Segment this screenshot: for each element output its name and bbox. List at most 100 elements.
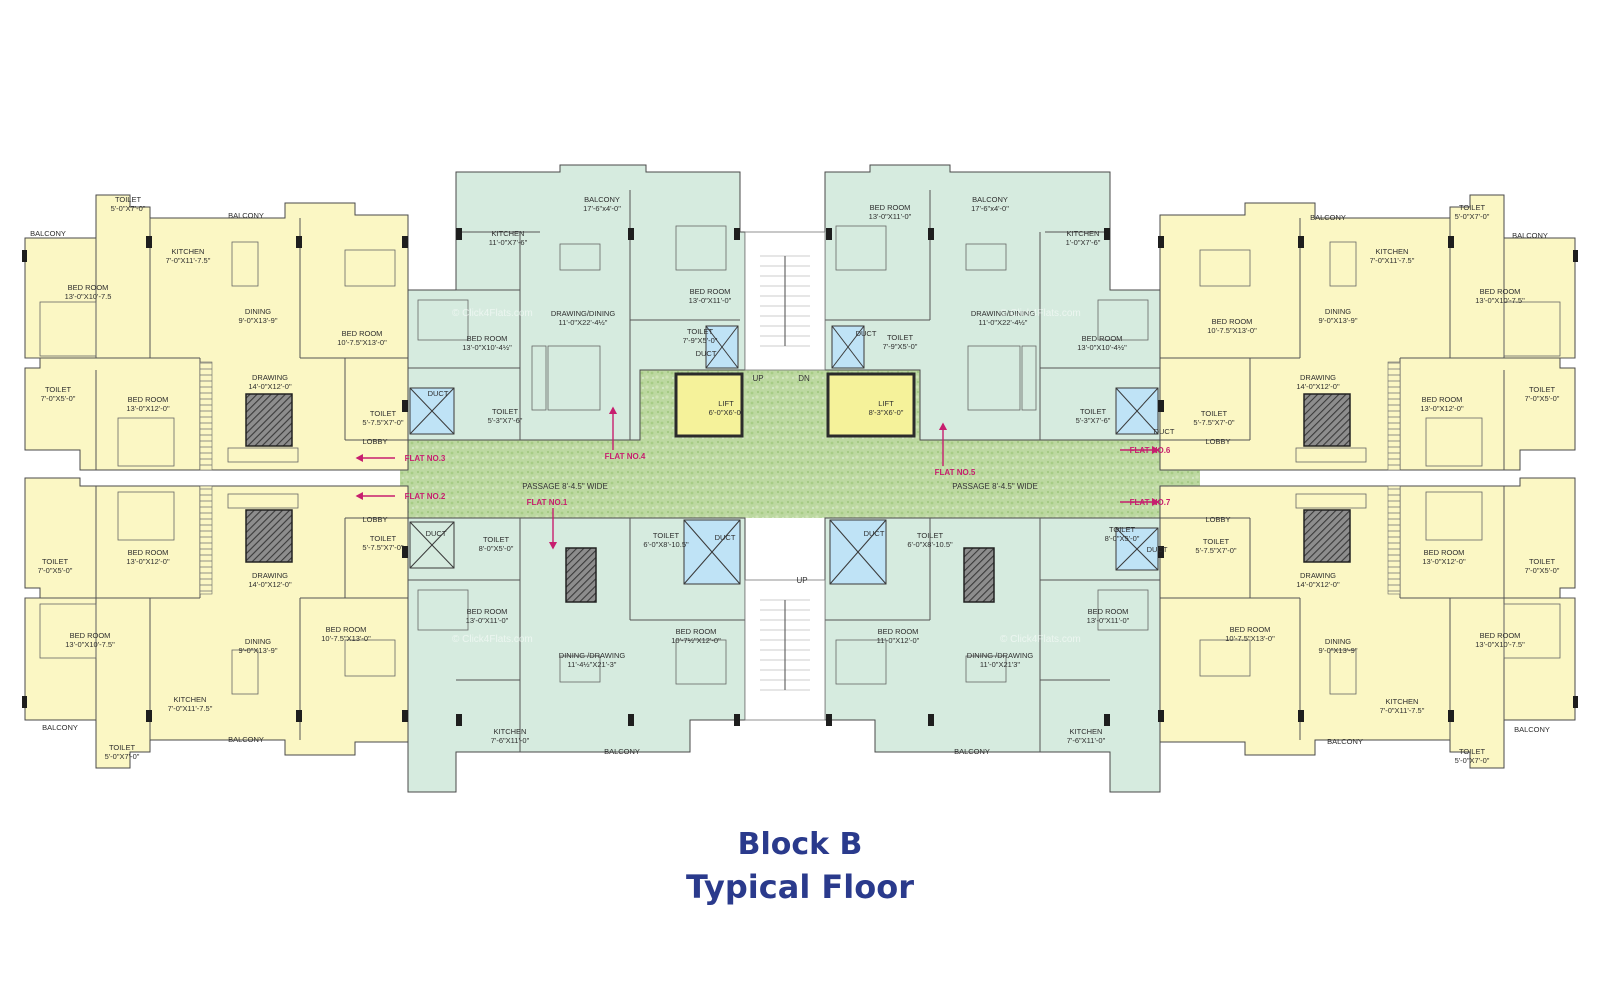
right-drawing-rug-top <box>1303 393 1351 447</box>
room-name: BED ROOM <box>869 203 911 212</box>
stair-treads <box>760 255 810 691</box>
room-dimension: 9'-0"X13'-9" <box>1318 645 1358 655</box>
room-label: DUCT <box>1146 545 1168 555</box>
room-dimension: 14'-0"X12'-0" <box>248 381 292 391</box>
stair-up-label-lower: UP <box>796 576 808 585</box>
room-dimension: 11'-0"X7'-6" <box>488 237 528 247</box>
room-dimension: 7'-0"X11'-7.5" <box>1369 255 1415 265</box>
room-name: BED ROOM <box>127 548 169 557</box>
room-name: LOBBY <box>362 515 388 524</box>
flat-arrow-head <box>355 453 363 463</box>
room-name: DINING /DRAWING <box>966 651 1034 660</box>
room-name: DRAWING <box>1300 373 1336 382</box>
caption-floor: Typical Floor <box>685 868 914 906</box>
room-name: KITCHEN <box>1385 697 1419 706</box>
room-dimension: 13'-0"X11'-0" <box>465 615 509 625</box>
room-dimension: 17'-6"x4'-0" <box>971 203 1009 213</box>
flat-arrow-head <box>355 491 363 501</box>
room-label: BALCONY <box>1514 725 1550 735</box>
room-name: DUCT <box>1146 545 1168 554</box>
room-label: BALCONY <box>42 723 78 733</box>
room-name: BED ROOM <box>1211 317 1253 326</box>
flat-number-label: FLAT NO.2 <box>404 492 446 501</box>
room-dimension: 14'-0"X12'-0" <box>1296 381 1340 391</box>
room-name: BED ROOM <box>466 334 508 343</box>
right-rail-top <box>1387 361 1401 471</box>
room-name: DINING <box>1324 637 1352 646</box>
room-name: KITCHEN <box>1066 229 1100 238</box>
flat-arrow-head <box>548 542 558 550</box>
room-dimension: 5'-7.5"X7'-0" <box>1193 417 1235 427</box>
room-dimension: 7'-6"X11'-0" <box>1066 735 1106 745</box>
room-dimension: 10'-7½"X12'-0" <box>671 635 721 645</box>
room-label: DUCT <box>426 529 447 539</box>
left-rail-top <box>199 361 213 471</box>
flat-arrow-head <box>1152 445 1160 455</box>
room-dimension: 5'-0"X7'-0" <box>104 751 140 761</box>
room-name: BED ROOM <box>69 631 111 640</box>
flat-arrow-head <box>608 406 618 414</box>
room-name: BALCONY <box>228 735 264 744</box>
flats-2-3-block <box>24 194 409 769</box>
left-furniture <box>39 241 396 695</box>
room-dimension: 1'-0"X7'-6" <box>1065 237 1101 247</box>
room-name: TOILET <box>482 535 510 544</box>
room-name: DUCT <box>427 389 449 398</box>
room-name: BED ROOM <box>877 627 919 636</box>
room-name: TOILET <box>1458 747 1486 756</box>
room-dimension: 13'-0"X10'-4½" <box>462 342 512 352</box>
room-dimension: 8'-0"X5'-0" <box>1104 533 1140 543</box>
room-dimension: 11'-0"X12'-0" <box>876 635 920 645</box>
room-label: LOBBY <box>362 515 388 525</box>
inner-rug-left <box>565 547 597 603</box>
room-name: BALCONY <box>954 747 990 756</box>
room-dimension: 5'-7.5"X7'-0" <box>1195 545 1237 555</box>
room-dimension: 13'-0"X12'-0" <box>1422 556 1466 566</box>
room-label: BALCONY <box>1512 231 1548 241</box>
room-name: TOILET <box>491 407 519 416</box>
room-dimension: 10'-7.5"X13'-0" <box>1207 325 1257 335</box>
room-dimension: 7'-0"X5'-0" <box>1524 565 1560 575</box>
flat-number-label: FLAT NO.7 <box>1129 498 1171 507</box>
room-dimension: 8'-0"X5'-0" <box>478 543 514 553</box>
room-dimension: 5'-0"X7'-0" <box>1454 755 1490 765</box>
passage <box>400 440 1200 510</box>
flat-number-label: FLAT NO.1 <box>526 498 568 507</box>
room-label: BALCONY <box>1327 737 1363 747</box>
room-dimension: 11'-0"X22'-4½" <box>978 317 1028 327</box>
room-name: DUCT <box>1153 427 1175 436</box>
room-dimension: 6'-0"X8'-10.5" <box>907 539 953 549</box>
room-dimension: 5'-0"X7'-0" <box>110 203 146 213</box>
room-name: BED ROOM <box>1081 334 1123 343</box>
room-dimension: 9'-0"X13'-9" <box>238 645 278 655</box>
room-dimension: 9'-0"X13'-9" <box>1318 315 1358 325</box>
room-name: LOBBY <box>1205 515 1231 524</box>
room-name: BED ROOM <box>675 627 717 636</box>
room-name: BALCONY <box>42 723 78 732</box>
room-name: BALCONY <box>30 229 66 238</box>
